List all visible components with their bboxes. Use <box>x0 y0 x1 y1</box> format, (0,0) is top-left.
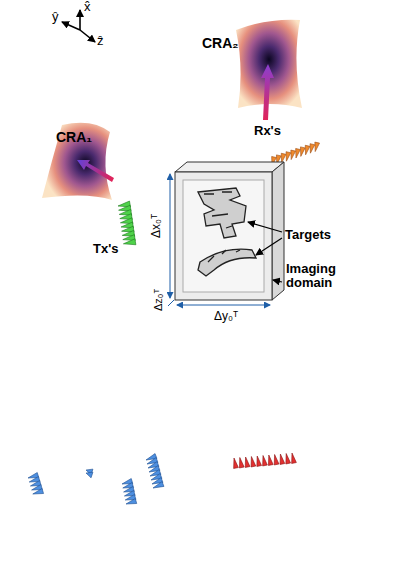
array-element <box>251 457 256 467</box>
part-label: Targets <box>285 228 331 242</box>
array-element <box>263 456 268 466</box>
imaging-domain-box <box>175 162 284 300</box>
antenna-arrays <box>28 453 296 504</box>
axis-label: ẑ <box>97 34 104 48</box>
array-element <box>292 453 297 463</box>
tx-array <box>118 201 136 245</box>
part-label: CRA₂ <box>202 36 239 51</box>
array-element <box>315 142 320 152</box>
array-element <box>268 455 273 465</box>
cra-surface <box>42 123 112 200</box>
array-element <box>274 455 279 465</box>
array-element <box>286 454 291 464</box>
beam-arrow <box>261 64 274 120</box>
beam-arrow <box>77 160 114 182</box>
array-element <box>245 457 250 467</box>
part-label: Imaging domain <box>286 262 352 291</box>
array-element <box>33 489 44 494</box>
array-element <box>281 153 286 163</box>
array-element <box>310 144 315 154</box>
part-label: Tx's <box>93 242 119 256</box>
axis-label: ŷ <box>52 10 59 24</box>
dimension-label: Δz₀ᵀ <box>152 289 164 311</box>
part-label: CRA₁ <box>56 130 92 145</box>
axis-triad <box>62 10 95 42</box>
array-element <box>296 148 301 158</box>
array-element <box>239 458 244 468</box>
part-label: Δy₀ᵀ <box>214 310 238 323</box>
array-element <box>126 499 137 504</box>
array-element <box>234 458 239 468</box>
part-label: Rx's <box>254 124 281 138</box>
array-element <box>257 456 262 466</box>
target-shapes <box>198 188 256 276</box>
array-element <box>153 482 164 488</box>
array-element <box>280 454 285 464</box>
array-element <box>286 152 291 162</box>
leader-line <box>248 222 282 282</box>
array-element <box>86 472 93 478</box>
axis-label: x̂ <box>84 0 91 14</box>
array-element <box>291 150 296 160</box>
array-element <box>305 145 310 155</box>
array-element <box>123 239 135 245</box>
array-element <box>300 147 305 157</box>
dimension-label: Δx₀ᵀ <box>150 214 163 238</box>
dimension-line <box>168 174 270 306</box>
